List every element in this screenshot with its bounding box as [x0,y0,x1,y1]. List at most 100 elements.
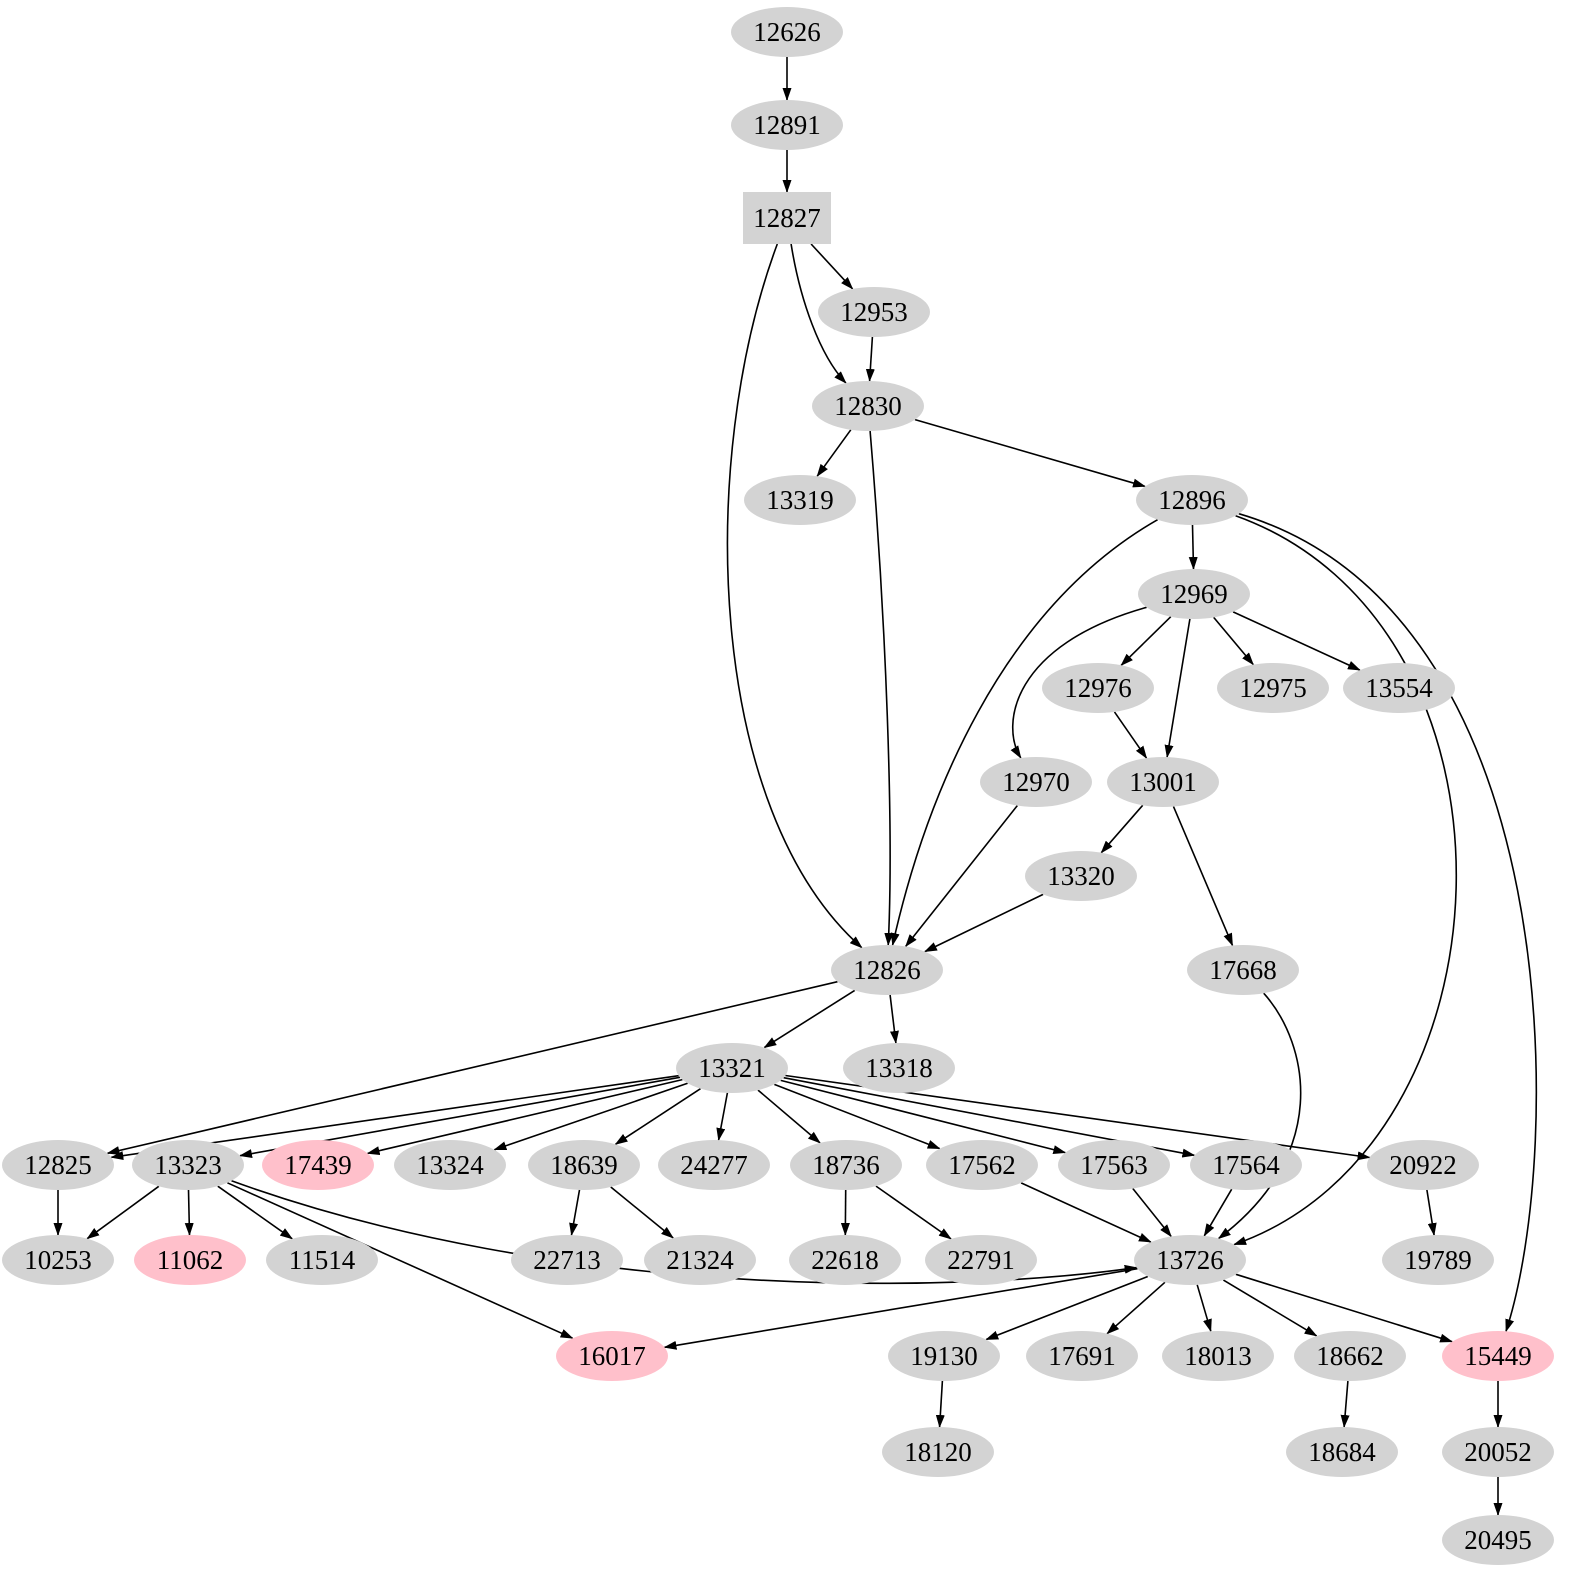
node-ellipse-shape [1107,757,1219,807]
edge-17563-13726 [1132,1188,1172,1238]
node-label: 18120 [904,1437,972,1467]
node-label: 17439 [284,1150,352,1180]
graph-node-18662: 18662 [1294,1331,1406,1381]
node-ellipse-shape [1136,475,1248,525]
node-label: 13319 [766,485,834,515]
edge-18662-18684 [1340,1380,1350,1428]
graph-node-12830: 12830 [812,381,924,431]
node-label: 22713 [533,1245,601,1275]
graph-node-12970: 12970 [980,757,1092,807]
node-ellipse-shape [1367,1140,1479,1190]
edge-19130-18120 [935,1380,945,1428]
graph-node-18684: 18684 [1286,1427,1398,1477]
node-label: 12953 [840,297,908,327]
edge-13323-11062 [184,1189,194,1236]
node-label: 22618 [811,1245,879,1275]
edge-12896-15449 [1238,512,1538,1333]
edge-12976-13001 [1113,711,1148,759]
node-ellipse-shape [1058,1140,1170,1190]
node-label: 12891 [753,110,821,140]
node-label: 19789 [1404,1245,1472,1275]
edge-12970-12826 [905,805,1018,948]
node-ellipse-shape [818,287,930,337]
node-ellipse-shape [1442,1427,1554,1477]
node-label: 17562 [948,1150,1016,1180]
node-label: 12896 [1158,485,1226,515]
edge-13726-16017 [663,1267,1138,1350]
edge-13321-18639 [614,1088,701,1145]
edge-12830-13319 [816,429,852,478]
graph-node-19789: 19789 [1382,1235,1494,1285]
graph-node-13726: 13726 [1134,1235,1246,1285]
edge-13323-10253 [86,1185,160,1240]
node-label: 13321 [698,1053,766,1083]
node-ellipse-shape [556,1331,668,1381]
edge-13321-18736 [757,1089,821,1144]
nodes-layer: 12626 12891 12827 12953 12830 13319 12896 12969… [2,7,1554,1565]
graph-node-24277: 24277 [658,1140,770,1190]
edge-12969-12970 [1010,606,1147,759]
edge-13726-15449 [1235,1273,1454,1343]
node-label: 12970 [1002,767,1070,797]
graph-node-12891: 12891 [731,100,843,150]
node-label: 12826 [853,955,921,985]
node-label: 17564 [1212,1150,1280,1180]
node-ellipse-shape [1025,851,1137,901]
node-label: 19130 [910,1341,978,1371]
edge-12953-12830 [865,336,875,382]
node-label: 13320 [1047,861,1115,891]
graph-node-12953: 12953 [818,287,930,337]
edge-17562-13726 [1020,1182,1152,1243]
node-ellipse-shape [843,1043,955,1093]
node-ellipse-shape [1162,1331,1274,1381]
graph-node-12976: 12976 [1042,663,1154,713]
node-ellipse-shape [511,1235,623,1285]
edge-12826-12825 [106,980,838,1155]
node-ellipse-shape [980,757,1092,807]
edge-12826-13318 [889,994,899,1044]
edge-12827-12830 [790,243,847,384]
graph-node-18120: 18120 [882,1427,994,1477]
node-label: 20922 [1389,1150,1457,1180]
graph-node-12626: 12626 [731,7,843,57]
node-box-shape [743,192,831,244]
graph-node-12975: 12975 [1217,663,1329,713]
node-ellipse-shape [789,1235,901,1285]
node-label: 20495 [1464,1525,1532,1555]
node-label: 12975 [1239,673,1307,703]
node-label: 12825 [24,1150,92,1180]
edge-13321-17562 [774,1083,941,1150]
edge-13321-17563 [780,1079,1067,1155]
node-ellipse-shape [132,1140,244,1190]
node-ellipse-shape [528,1140,640,1190]
edge-12826-13321 [763,989,856,1049]
node-label: 15449 [1464,1341,1532,1371]
node-label: 12827 [753,203,821,233]
graph-node-12969: 12969 [1138,569,1250,619]
edge-13726-19130 [985,1275,1149,1341]
edge-12896-12826 [890,519,1158,947]
node-ellipse-shape [1294,1331,1406,1381]
graph-node-17439: 17439 [262,1140,374,1190]
node-ellipse-shape [1190,1140,1302,1190]
edge-13323-11514 [217,1185,294,1240]
node-label: 13726 [1156,1245,1224,1275]
edge-12830-12826 [869,430,894,946]
node-label: 12969 [1160,579,1228,609]
node-label: 18662 [1316,1341,1384,1371]
edge-13726-18662 [1222,1279,1318,1337]
edge-13321-13324 [493,1082,688,1151]
node-label: 24277 [680,1150,748,1180]
graph-node-13319: 13319 [744,475,856,525]
node-ellipse-shape [1382,1235,1494,1285]
node-ellipse-shape [2,1235,114,1285]
graph-node-18736: 18736 [790,1140,902,1190]
graph-node-17564: 17564 [1190,1140,1302,1190]
edge-18639-21324 [610,1186,674,1239]
graph-node-11062: 11062 [134,1235,246,1285]
node-ellipse-shape [925,1235,1037,1285]
edge-13323-13726 [231,1180,1138,1285]
graph-node-18639: 18639 [528,1140,640,1190]
node-ellipse-shape [394,1140,506,1190]
